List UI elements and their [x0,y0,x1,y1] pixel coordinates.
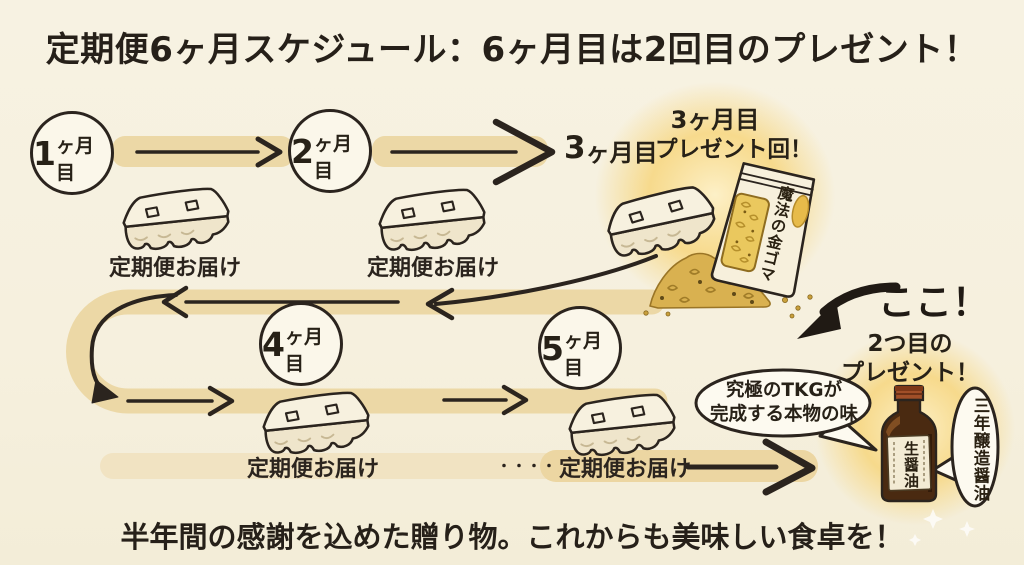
sesame-pile-icon [643,252,813,319]
soy-bottle-icon: 生醤油 [878,384,940,504]
month-5-suffix: ヶ月目 [563,329,602,379]
tkg-bubble-line1: 究極のTKGが [725,380,843,401]
flow-arrows [89,118,816,496]
delivery-label: 定期便お届け [366,256,499,281]
month-2-number: 2 [291,131,314,171]
egg-carton-icon [254,388,378,458]
egg-carton-icon [370,185,494,255]
month-4-number: 4 [262,324,285,364]
month-3-suffix: ヶ月目 [585,139,658,167]
gift2-title-line2: プレゼント！ [841,359,979,386]
sesame-bag-icon: 魔法の金ゴマ [702,150,830,303]
month-5-number: 5 [541,328,564,368]
egg-carton-icon [595,180,728,264]
delivery-label: 定期便お届け [246,457,379,482]
ellipsis-dots: ・・・・ [497,459,557,475]
delivery-label: 定期便お届け [108,256,241,281]
tkg-bubble-text: 究極のTKGが 完成する本物の味 [696,379,872,427]
month-4-suffix: ヶ月目 [284,325,323,375]
page-title: 定期便6ヶ月スケジュール：6ヶ月目は2回目のプレゼント！ [45,30,979,70]
soy-bottle-label: 生醤油 [902,441,920,489]
tkg-bubble-line2: 完成する本物の味 [709,404,858,426]
sparkles-icon [909,509,975,546]
egg-carton-icon [560,390,684,460]
month-1-suffix: ヶ月目 [55,134,94,184]
tkg-speech-bubble [694,368,878,452]
here-label: ここ！ [878,281,989,324]
month-3-number: 3 [564,129,586,166]
month-2-suffix: ヶ月目 [313,132,352,182]
month-1-number: 1 [33,133,56,173]
footer-message: 半年間の感謝を込めた贈り物。これからも美味しい食卓を！ [120,520,904,554]
egg-carton-icon [114,184,238,254]
gift2-title: 2つ目の プレゼント！ [840,330,980,388]
here-arrow-icon [797,282,901,339]
gift2-title-line1: 2つ目の [867,331,953,357]
gift1-title-line1: 3ヶ月目 [670,106,760,134]
delivery-label: 定期便お届け [558,457,691,482]
aging-bubble-label: 三年醸造醤油 [971,396,990,502]
gift1-title-line2: プレゼント回！ [655,137,813,163]
aging-speech-bubble [931,386,1000,508]
